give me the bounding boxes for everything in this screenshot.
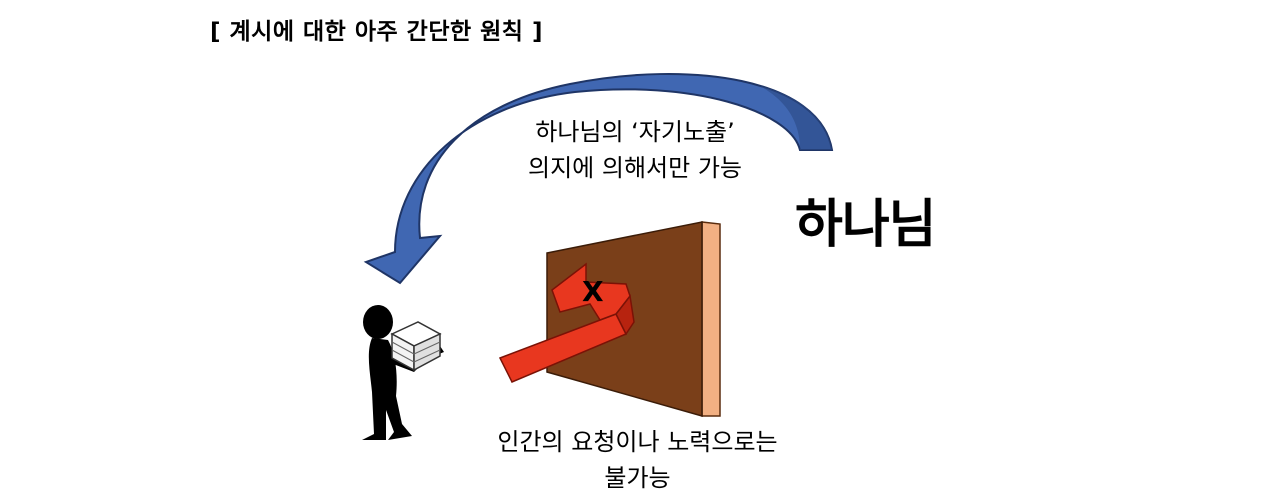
person-head xyxy=(363,305,393,339)
revelation-arrow-body xyxy=(363,72,834,285)
attempt-arrow-bounce xyxy=(551,262,631,321)
blocked-mark: X xyxy=(582,275,604,308)
human-caption: 인간의 요청이나 노력으로는 불가능 xyxy=(460,424,815,496)
book-stack-icon xyxy=(390,321,442,372)
god-label: 하나님 xyxy=(795,195,937,255)
revelation-caption: 하나님의 ‘자기노출’ 의지에 의해서만 가능 xyxy=(470,114,800,186)
revelation-caption-line1: 하나님의 ‘자기노출’ xyxy=(535,118,735,146)
wall-side xyxy=(701,221,721,417)
human-attempt-arrow xyxy=(498,262,635,383)
revelation-arrow-shade xyxy=(760,86,832,150)
person-body xyxy=(362,338,412,440)
revelation-curved-arrow xyxy=(363,72,834,285)
page-title: [ 계시에 대한 아주 간단한 원칙 ] xyxy=(210,19,543,45)
human-caption-line2: 불가능 xyxy=(604,464,671,492)
person-silhouette-icon xyxy=(362,305,444,440)
revelation-caption-line2: 의지에 의해서만 가능 xyxy=(528,154,742,182)
human-caption-line1: 인간의 요청이나 노력으로는 xyxy=(497,428,778,456)
